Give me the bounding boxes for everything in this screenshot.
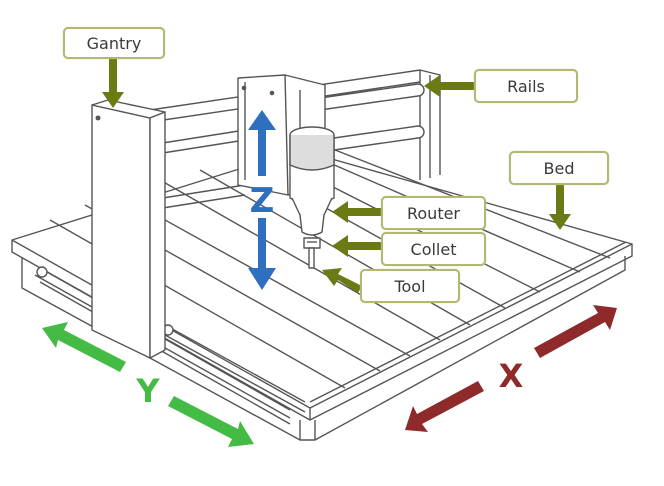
gantry-label: Gantry bbox=[63, 27, 165, 59]
y-axis-indicator: Y bbox=[42, 322, 254, 447]
tool-label-text: Tool bbox=[394, 276, 426, 296]
rails-label: Rails bbox=[474, 69, 578, 103]
x-axis-letter: X bbox=[499, 357, 524, 395]
z-arrow-up bbox=[248, 110, 276, 176]
collet-arrow bbox=[332, 235, 383, 257]
gantry-upright bbox=[91, 99, 166, 359]
router-arrow bbox=[332, 201, 383, 223]
x-arrow-right bbox=[534, 305, 617, 358]
z-axis-indicator: Z bbox=[248, 110, 276, 290]
gantry-arrow bbox=[102, 56, 124, 108]
tool-label: Tool bbox=[360, 269, 460, 303]
y-arrow-left bbox=[42, 322, 126, 372]
rails bbox=[319, 83, 425, 153]
x-arrow-left bbox=[405, 381, 484, 432]
rails-arrow bbox=[424, 75, 475, 97]
tool-arrow bbox=[322, 268, 362, 293]
callout-arrows bbox=[102, 56, 571, 293]
gantry-label-text: Gantry bbox=[86, 33, 142, 53]
bed-label: Bed bbox=[509, 151, 609, 185]
router-label: Router bbox=[381, 196, 486, 230]
y-arrow-right bbox=[168, 396, 254, 447]
z-axis-letter: Z bbox=[250, 181, 275, 221]
x-axis-indicator: X bbox=[405, 305, 617, 432]
collet-label: Collet bbox=[381, 232, 486, 266]
machine-line-art bbox=[11, 69, 633, 441]
bed-arrow bbox=[549, 185, 571, 230]
bed-label-text: Bed bbox=[543, 158, 575, 178]
router-label-text: Router bbox=[406, 203, 461, 223]
collet-label-text: Collet bbox=[410, 239, 457, 259]
y-axis-letter: Y bbox=[135, 372, 160, 410]
z-arrow-down bbox=[248, 218, 276, 290]
router bbox=[289, 126, 335, 236]
collet-and-tool bbox=[303, 237, 321, 269]
rails-label-text: Rails bbox=[507, 76, 545, 96]
